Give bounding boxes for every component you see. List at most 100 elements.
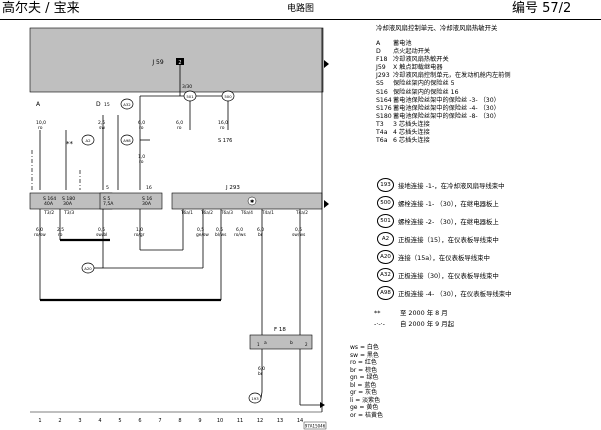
svg-text:2: 2 [305, 342, 308, 347]
svg-text:500: 500 [224, 94, 232, 99]
svg-text:13: 13 [277, 418, 283, 424]
svg-text:ro: ro [58, 232, 63, 238]
legend-title: 冷却液风扇控制单元、冷却液风扇热敏开关 [376, 24, 498, 32]
connection-ring: 193 [377, 178, 394, 192]
j293-box [171, 192, 323, 210]
connection-ring: 500 [377, 196, 394, 210]
svg-text:11: 11 [237, 418, 243, 424]
svg-text:12: 12 [257, 418, 263, 424]
legend-item: S176蓄电池保险丝架中的保险丝 -4- （30） [376, 104, 500, 112]
header-right-title: 编号 57/2 [512, 1, 572, 16]
svg-text:6,0: 6,0 [36, 227, 43, 233]
svg-text:4: 4 [98, 418, 101, 424]
svg-text:0,5: 0,5 [98, 227, 105, 233]
d-wire: 2,5 [98, 120, 105, 126]
fuse-s180: S 180 [62, 196, 75, 202]
svg-text:T6a/2: T6a/2 [200, 210, 213, 215]
svg-text:b: b [290, 340, 293, 346]
svg-text:40A: 40A [44, 201, 54, 207]
svg-text:ro: ro [220, 125, 225, 131]
ring-500 [221, 90, 235, 102]
a-label: A [36, 101, 41, 108]
svg-text:2,5: 2,5 [57, 227, 64, 233]
svg-text:7: 7 [158, 418, 161, 424]
note-item: -·-·-自 2000 年 9 月起 [374, 320, 455, 328]
ring-a98 [120, 134, 134, 146]
ring-501 [183, 90, 197, 102]
legend-item: S180蓄电池保险丝架中的保险丝 -8- （30） [376, 112, 500, 120]
svg-text:ro/sw: ro/sw [34, 232, 46, 238]
svg-text:16,0: 16,0 [218, 120, 228, 126]
svg-text:bl/ws: bl/ws [215, 232, 227, 238]
svg-text:A20: A20 [84, 266, 92, 271]
wire-color-legend: ws = 白色 sw = 黑色 ro = 红色 br = 棕色 gn = 绿色 … [350, 344, 383, 419]
svg-text:T6a/3: T6a/3 [220, 210, 233, 215]
connection-ring: A98 [377, 286, 394, 300]
svg-text:T3/2: T3/2 [43, 210, 54, 216]
s176-label: S 176 [218, 138, 232, 144]
header-left-title: 高尔夫 / 宝来 [2, 1, 80, 16]
svg-text:br: br [258, 371, 263, 377]
svg-text:A32: A32 [123, 102, 131, 107]
svg-text:T4a/1: T4a/1 [261, 210, 274, 215]
svg-text:6,0: 6,0 [257, 227, 264, 233]
svg-text:br: br [258, 232, 263, 238]
header-center-title: 电路图 [287, 4, 315, 14]
svg-text:sw: sw [99, 126, 105, 131]
svg-text:ro/ws: ro/ws [234, 232, 246, 238]
svg-text:6,0: 6,0 [258, 366, 265, 372]
svg-text:A98: A98 [123, 138, 131, 143]
svg-text:6,0: 6,0 [138, 120, 145, 126]
a-wire: 10,0 [36, 120, 46, 126]
fuse-s164: S 164 [43, 196, 56, 202]
svg-text:6,0: 6,0 [176, 120, 183, 126]
svg-text:1,0: 1,0 [136, 227, 143, 233]
svg-text:14: 14 [297, 418, 303, 424]
svg-text:6,0: 6,0 [236, 227, 243, 233]
svg-text:501: 501 [186, 94, 194, 99]
header-divider [0, 19, 601, 20]
svg-text:3: 3 [78, 418, 81, 424]
relay-label: J 59 [151, 59, 163, 66]
svg-text:ro/gr: ro/gr [134, 232, 145, 238]
svg-text:1,0: 1,0 [138, 154, 145, 160]
svg-text:1: 1 [257, 342, 260, 347]
ring-a32 [120, 98, 134, 110]
relay-num-box [176, 58, 184, 65]
svg-text:2: 2 [58, 418, 61, 424]
svg-text:a: a [264, 341, 267, 346]
fuse-box-right [99, 192, 163, 210]
d-pin: 15 [104, 102, 110, 108]
switch-label: F 18 [274, 327, 286, 333]
svg-text:A2: A2 [85, 138, 91, 143]
svg-text:T3/3: T3/3 [63, 210, 74, 216]
svg-text:T6a/4: T6a/4 [240, 210, 253, 215]
svg-text:ro: ro [38, 125, 43, 131]
fuse-s16: S 16 [142, 196, 152, 202]
note-item: **至 2000 年 8 月 [374, 309, 448, 317]
svg-text:30A: 30A [142, 201, 152, 207]
svg-text:sw/ws: sw/ws [292, 232, 306, 238]
svg-text:ro: ro [177, 125, 182, 131]
fan-icon [247, 196, 257, 206]
svg-text:0,5: 0,5 [216, 227, 223, 233]
svg-text:1: 1 [38, 418, 41, 424]
svg-text:5: 5 [118, 418, 121, 424]
connection-ring: 501 [377, 214, 394, 228]
f18-switch-box [249, 334, 313, 350]
svg-text:sw/bl: sw/bl [96, 232, 107, 238]
svg-text:30A: 30A [63, 201, 73, 207]
